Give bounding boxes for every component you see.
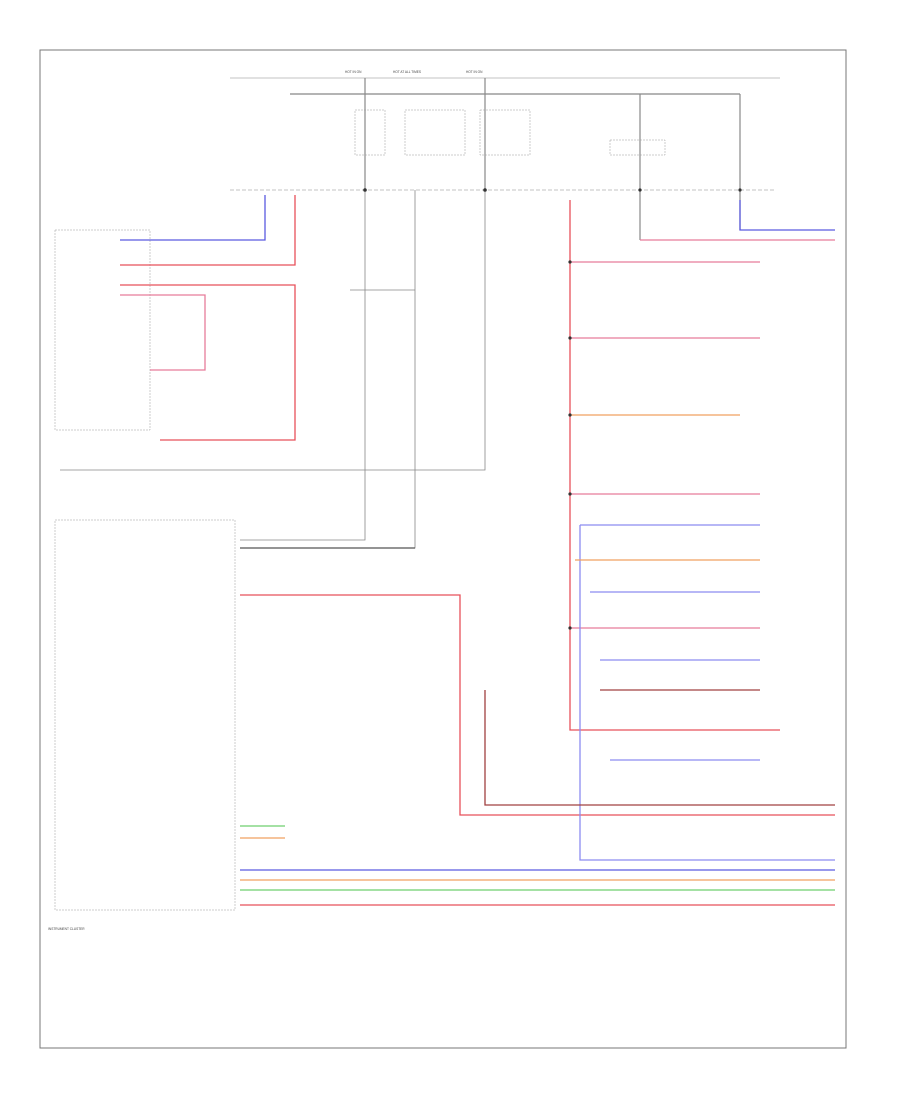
bus-label-3: HOT IN ON: [466, 70, 483, 74]
brown-wires: [484, 689, 835, 806]
left-components: [54, 229, 236, 911]
fuse-boxes: [354, 109, 666, 156]
bus-label-2: HOT AT ALL TIMES: [393, 70, 421, 74]
lightblue-wires: [579, 524, 835, 861]
power-bus: [230, 77, 780, 240]
gray-wires: [60, 190, 486, 549]
red-wires: [120, 195, 835, 906]
top-bus-labels: HOT IN ON HOT AT ALL TIMES HOT IN ON: [345, 70, 483, 74]
blue-wires: [120, 195, 835, 871]
connector-dots: [363, 188, 742, 630]
orange-wires: [240, 414, 835, 881]
instrument-cluster-label: INSTRUMENT CLUSTER: [48, 927, 85, 931]
diagram-frame: [39, 49, 847, 1049]
pink-wires: [120, 239, 835, 629]
bus-label-1: HOT IN ON: [345, 70, 362, 74]
